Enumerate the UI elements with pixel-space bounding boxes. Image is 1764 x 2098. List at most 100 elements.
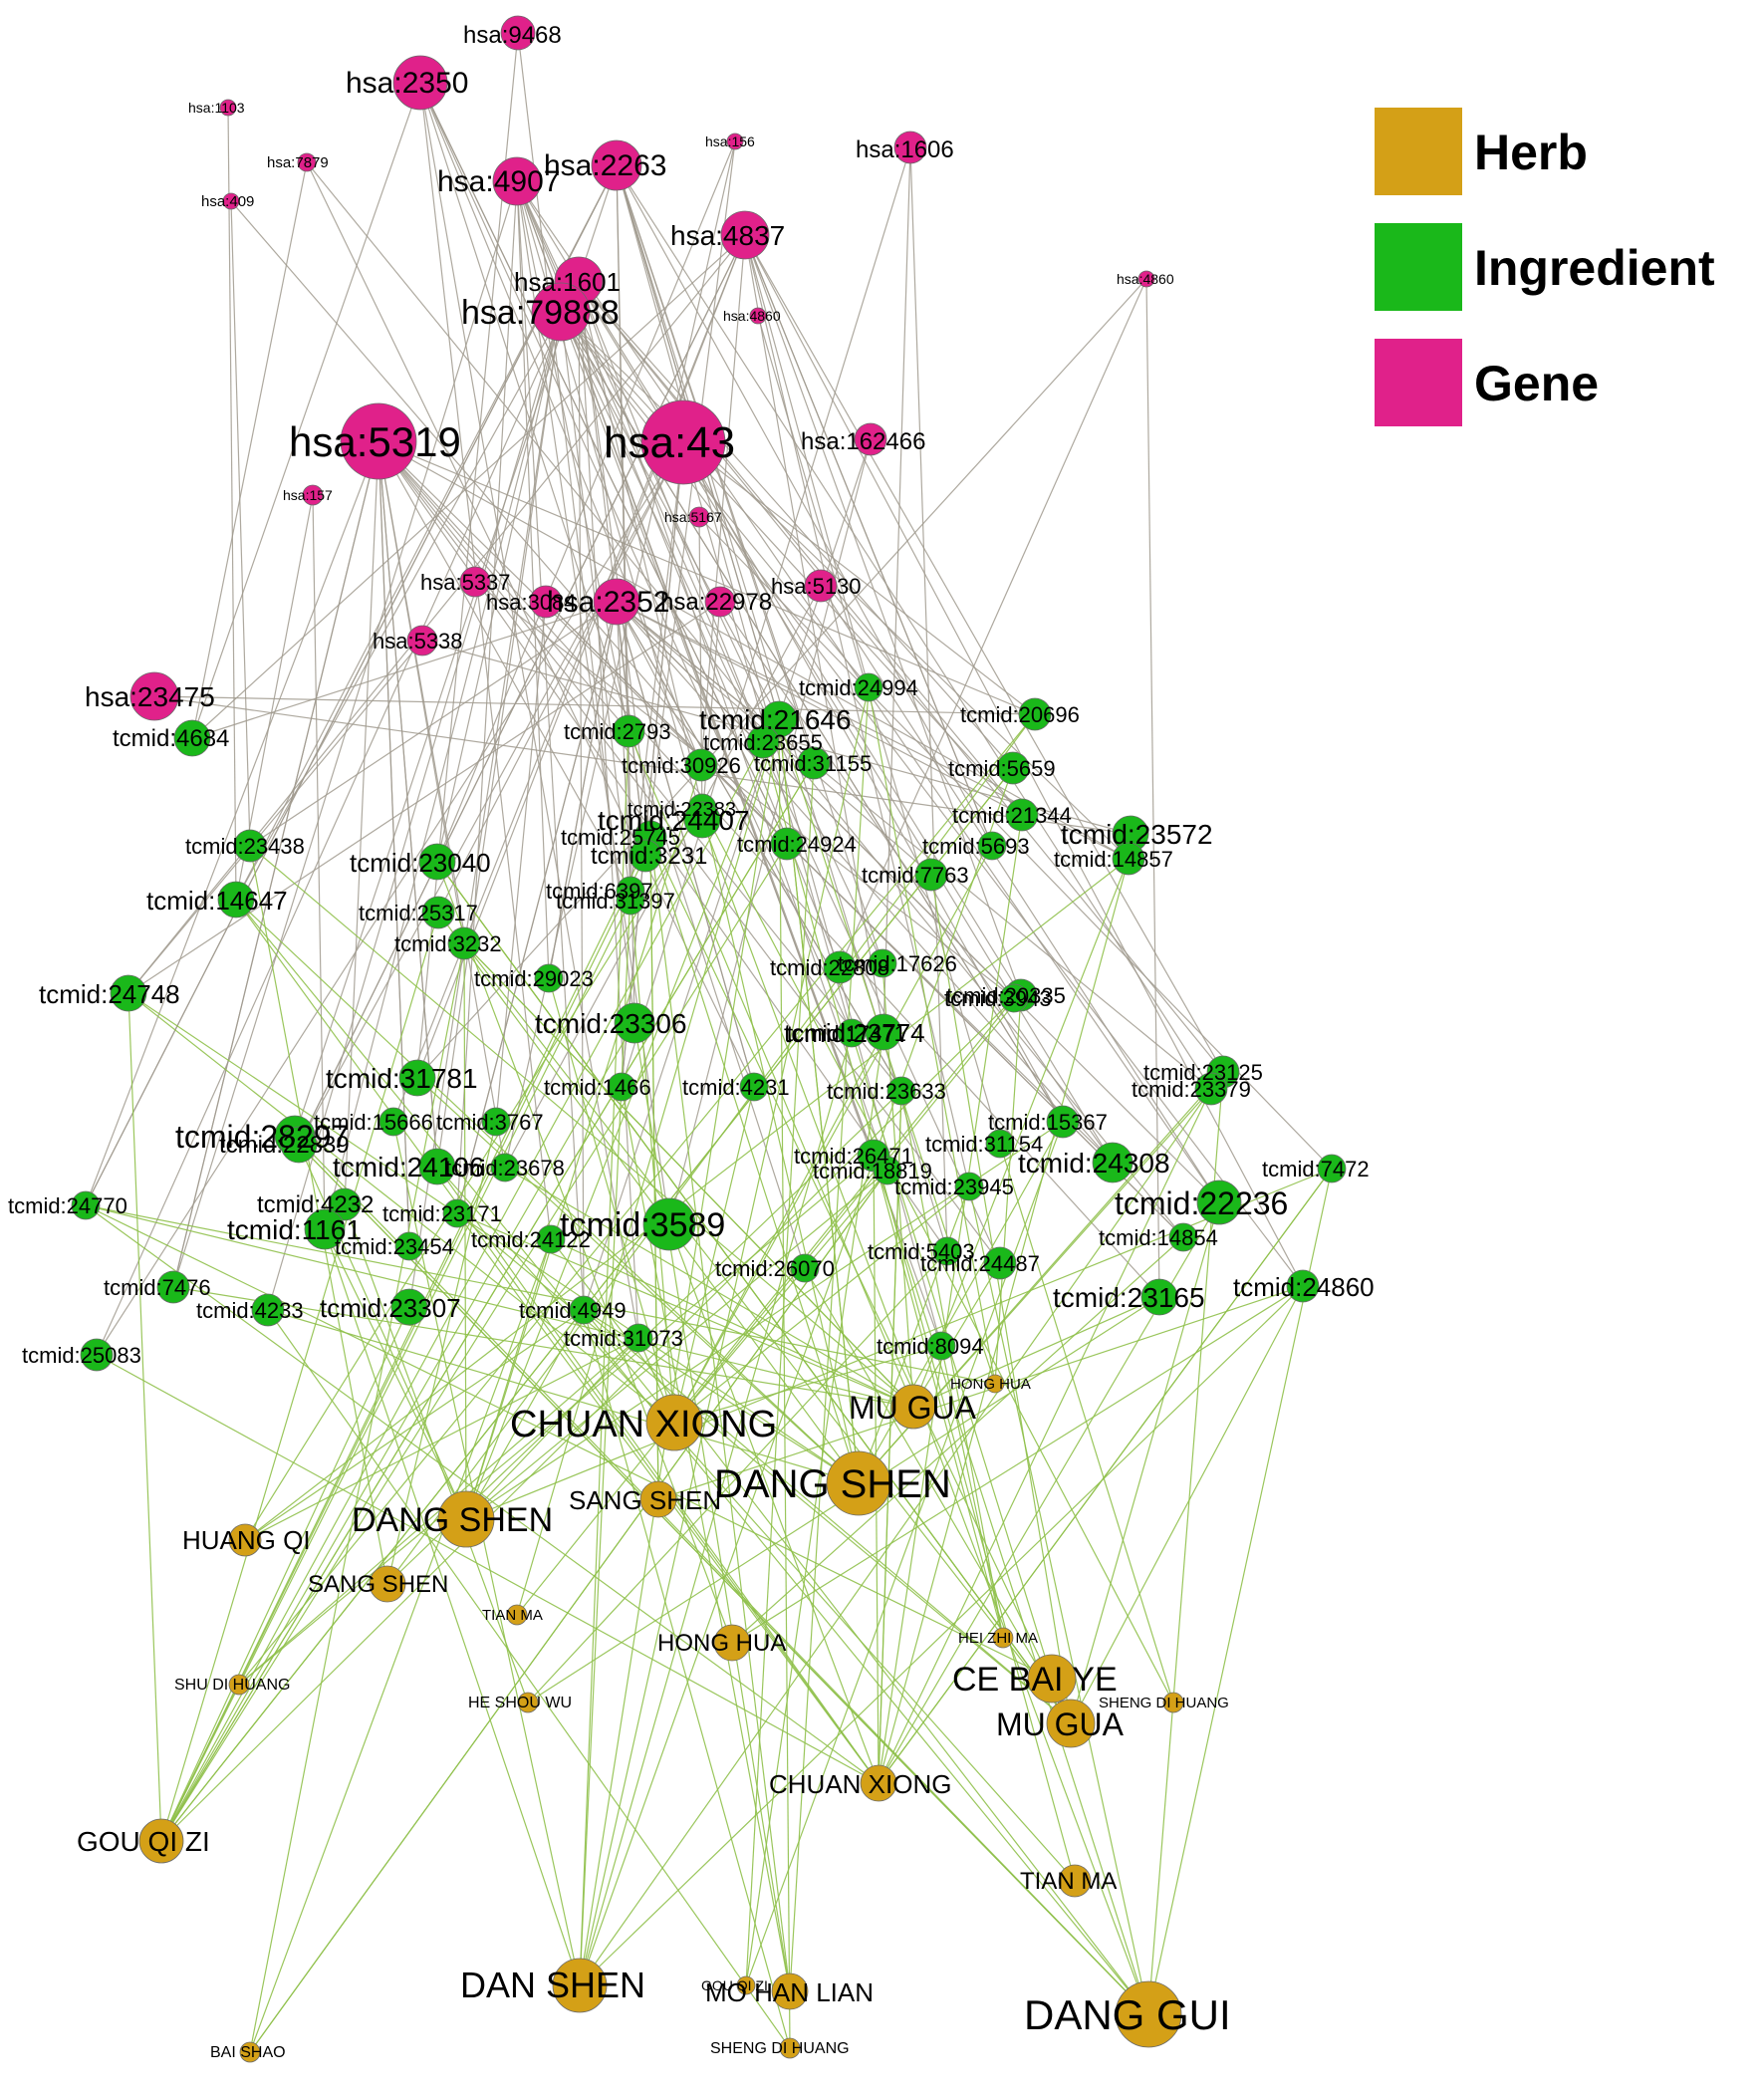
ingredient-node[interactable] [304,1208,346,1250]
ingredient-node[interactable] [1112,842,1145,876]
gene-node[interactable] [222,192,240,210]
ingredient-node[interactable] [1317,1154,1347,1183]
herb-node[interactable] [860,1764,897,1802]
herb-node[interactable] [779,2037,801,2059]
gene-node[interactable] [340,402,417,480]
herb-node[interactable] [138,1818,184,1864]
herb-node[interactable] [985,1374,1005,1394]
ingredient-node[interactable] [1046,1105,1080,1139]
ingredient-node[interactable] [71,1190,101,1220]
ingredient-node[interactable] [837,1018,867,1048]
ingredient-node[interactable] [421,896,455,929]
ingredient-node[interactable] [328,1187,362,1221]
herb-node[interactable] [890,1384,936,1430]
ingredient-node[interactable] [999,983,1029,1013]
herb-node[interactable] [713,1624,751,1662]
gene-node[interactable] [500,15,536,51]
ingredient-node[interactable] [926,1331,956,1361]
gene-node[interactable] [854,422,887,456]
ingredient-node[interactable] [398,1059,436,1097]
ingredient-node[interactable] [985,1129,1015,1159]
ingredient-node[interactable] [1194,1072,1228,1106]
gene-node[interactable] [704,586,736,618]
ingredient-node[interactable] [954,1172,984,1201]
gene-node[interactable] [749,307,767,325]
herb-node[interactable] [1027,1654,1077,1704]
ingredient-node[interactable] [1168,1222,1198,1252]
ingredient-node[interactable] [797,746,831,780]
ingredient-node[interactable] [490,1153,520,1182]
gene-node[interactable] [129,671,179,721]
ingredient-node[interactable] [418,843,456,881]
gene-node[interactable] [302,484,324,506]
herb-node[interactable] [517,1692,539,1713]
herb-node[interactable] [1115,1980,1182,2048]
herb-node[interactable] [736,1975,756,1995]
ingredient-node[interactable] [1092,1142,1134,1183]
ingredient-node[interactable] [739,1072,769,1102]
ingredient-node[interactable] [642,1197,696,1251]
ingredient-node[interactable] [110,974,147,1012]
ingredient-node[interactable] [746,725,780,759]
ingredient-node[interactable] [251,1293,285,1327]
ingredient-node[interactable] [280,1126,318,1164]
herb-node[interactable] [639,1480,677,1518]
ingredient-node[interactable] [233,829,267,863]
gene-node[interactable] [219,99,237,117]
ingredient-node[interactable] [983,1246,1017,1280]
ingredient-node[interactable] [614,1002,655,1044]
herb-node[interactable] [437,1490,495,1548]
ingredient-node[interactable] [886,1076,916,1106]
herb-node[interactable] [369,1565,406,1603]
ingredient-node[interactable] [1286,1269,1320,1303]
gene-node[interactable] [406,625,438,656]
ingredient-node[interactable] [1140,1278,1178,1316]
ingredient-node[interactable] [1196,1180,1242,1225]
gene-node[interactable] [720,210,770,260]
ingredient-node[interactable] [378,1107,408,1137]
ingredient-node[interactable] [447,926,481,960]
ingredient-node[interactable] [534,963,564,993]
herb-node[interactable] [228,1674,250,1696]
ingredient-node[interactable] [418,1148,456,1185]
ingredient-node[interactable] [394,1231,424,1261]
ingredient-node[interactable] [616,886,645,916]
herb-node[interactable] [1046,1699,1096,1748]
gene-node[interactable] [297,152,317,172]
gene-node[interactable] [529,585,563,619]
ingredient-node[interactable] [868,948,897,978]
ingredient-node[interactable] [873,1156,902,1185]
herb-node[interactable] [992,1627,1014,1649]
gene-node[interactable] [593,578,640,626]
ingredient-node[interactable] [442,1198,472,1228]
herb-node[interactable] [506,1604,528,1626]
gene-node[interactable] [893,131,927,164]
ingredient-node[interactable] [684,748,718,782]
ingredient-node[interactable] [629,839,662,873]
ingredient-node[interactable] [683,801,721,839]
gene-node[interactable] [531,282,591,342]
ingredient-node[interactable] [390,1288,428,1326]
gene-node[interactable] [804,569,838,603]
ingredient-node[interactable] [977,831,1007,861]
herb-node[interactable] [1058,1864,1092,1898]
gene-node[interactable] [392,55,448,111]
gene-node[interactable] [591,139,642,191]
herb-node[interactable] [239,2041,261,2063]
herb-node[interactable] [228,1523,262,1557]
ingredient-node[interactable] [624,1323,653,1353]
ingredient-node[interactable] [173,719,211,757]
gene-node[interactable] [459,566,491,598]
herb-node[interactable] [826,1450,891,1516]
herb-node[interactable] [1162,1692,1184,1713]
ingredient-node[interactable] [770,827,804,861]
ingredient-node[interactable] [612,714,645,748]
gene-node[interactable] [726,132,744,150]
ingredient-node[interactable] [607,1072,636,1102]
ingredient-node[interactable] [217,881,255,918]
gene-node[interactable] [640,399,726,485]
ingredient-node[interactable] [823,950,857,984]
ingredient-node[interactable] [536,1224,566,1254]
ingredient-node[interactable] [1018,697,1052,731]
herb-node[interactable] [771,1972,809,2010]
